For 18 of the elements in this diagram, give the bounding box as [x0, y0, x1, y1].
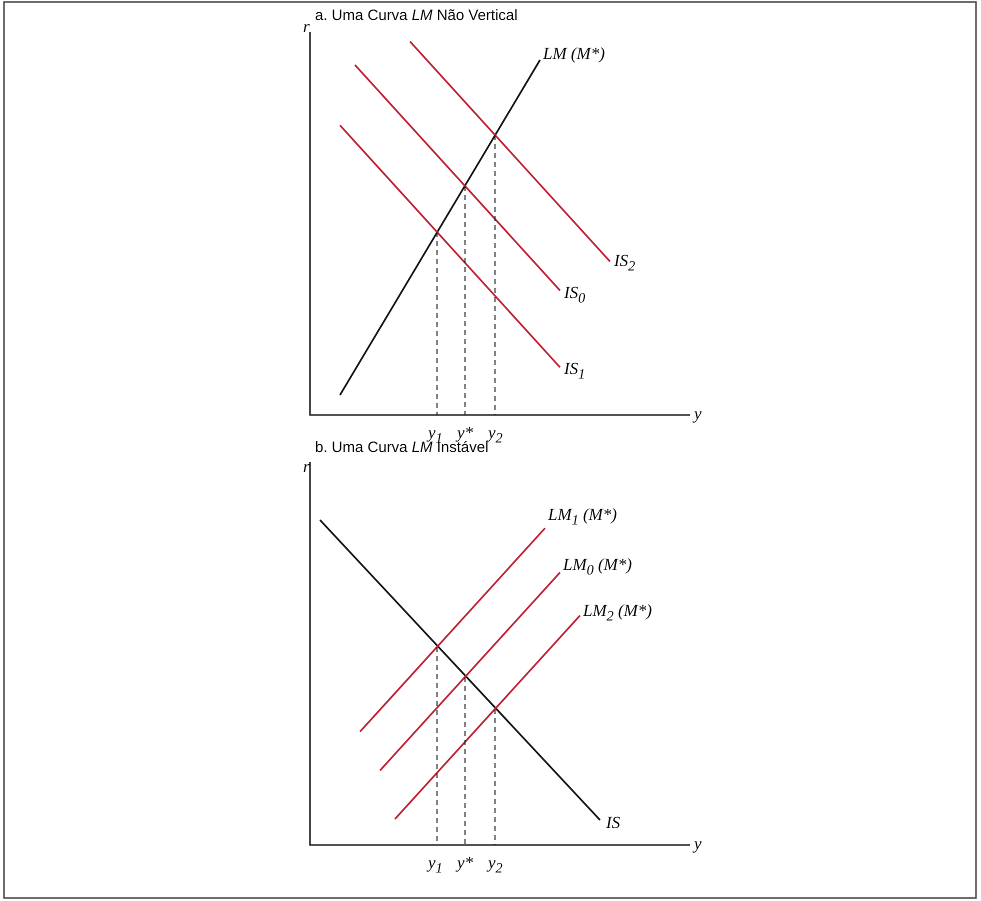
tick-label: y*	[457, 424, 474, 441]
curve-label: IS$_{1}$	[564, 360, 586, 382]
curve-label: IS$_{0}$	[564, 284, 586, 306]
axis-label: y	[694, 835, 702, 852]
curve-label: LM$_{1}$ (M*)	[548, 506, 617, 528]
curve-label: IS$_{2}$	[614, 252, 636, 274]
panel-title: b. Uma Curva LM Instável	[315, 440, 488, 455]
curve-label: LM$_{2}$ (M*)	[583, 602, 652, 624]
tick-label: y$_{2}$	[488, 854, 503, 876]
tick-label: y$_{1}$	[428, 854, 443, 876]
tick-label: y*	[457, 854, 474, 871]
axis-label: y	[694, 405, 702, 422]
axis-label: r	[303, 18, 310, 35]
curve-label: LM (M*)	[543, 45, 605, 62]
curve-label: IS	[606, 814, 620, 831]
curve-label: LM$_{0}$ (M*)	[563, 556, 632, 578]
tick-label: y$_{2}$	[488, 424, 503, 446]
panel-title: a. Uma Curva LM Não Vertical	[315, 8, 518, 23]
